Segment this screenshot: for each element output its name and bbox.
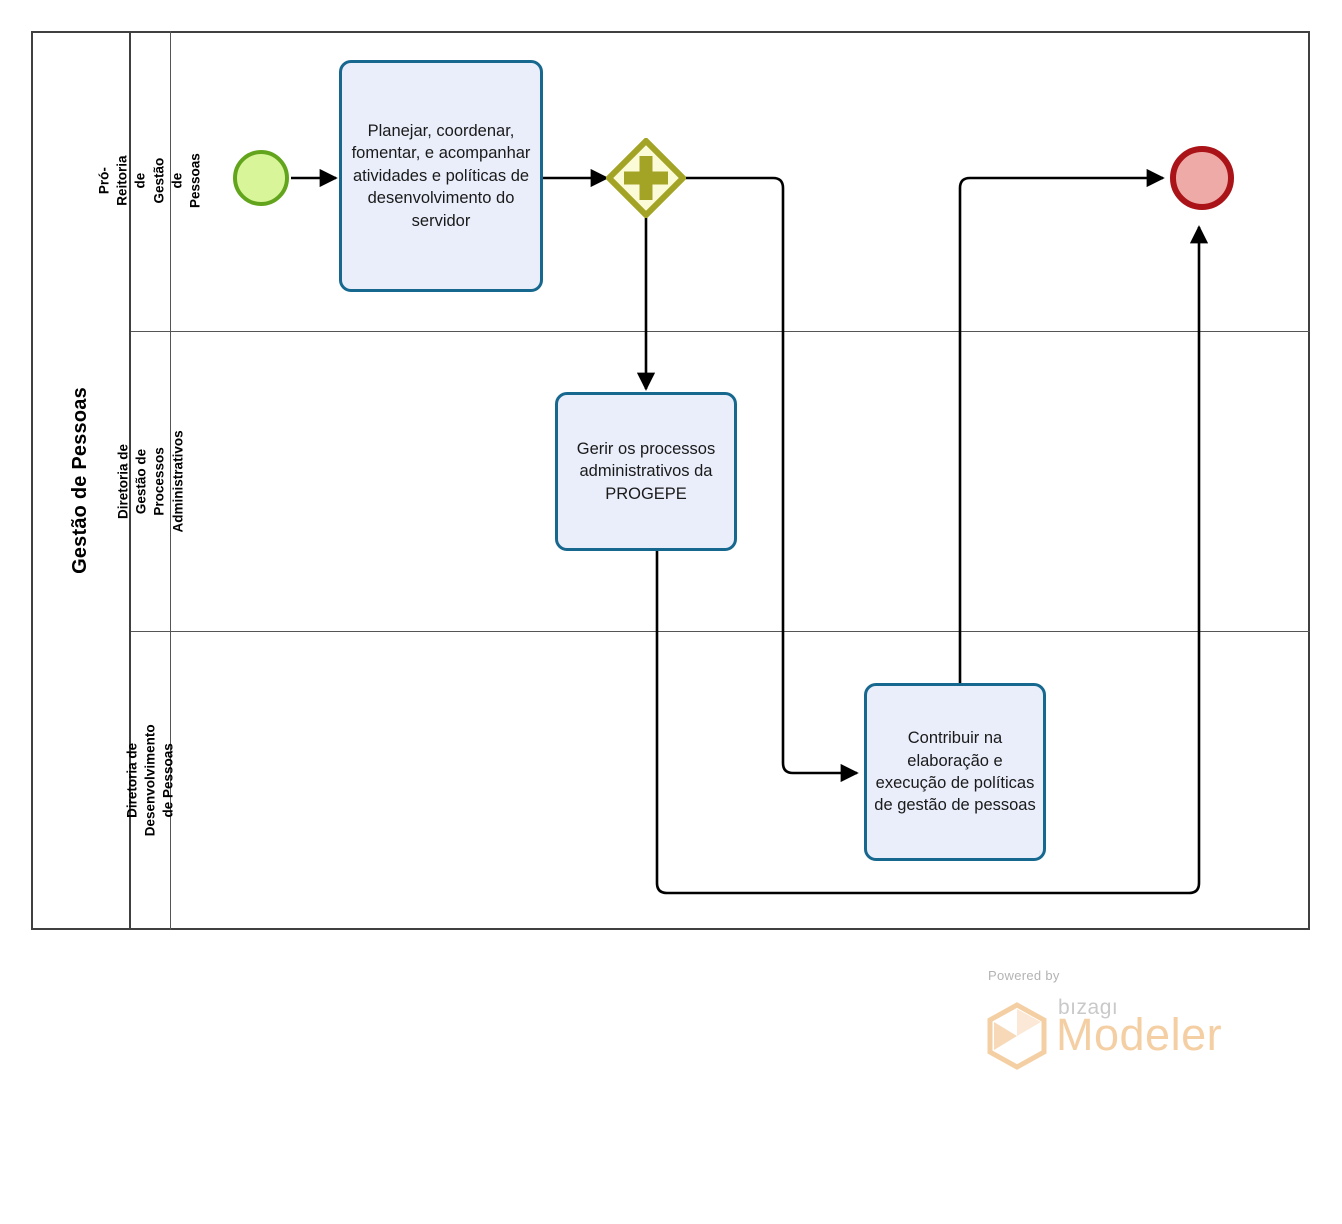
watermark-brand: bızagı [1058,996,1119,1019]
bizagi-watermark: Powered by bızagı Modeler [968,968,1258,1078]
lane-pro-reitoria: Pró-Reitoria de Gestão de Pessoas [97,31,1310,331]
lane-header-2: Diretoria de Gestão de Processos Adminis… [115,331,185,631]
flow-task3-to-end [958,168,1165,685]
lane-header-1: Pró-Reitoria de Gestão de Pessoas [97,31,203,331]
task-contribuir-politicas[interactable]: Contribuir na elaboração e execução de p… [864,683,1046,861]
bizagi-logo-icon [987,1002,1047,1070]
parallel-gateway[interactable] [604,136,688,220]
watermark-powered-by: Powered by [988,968,1060,983]
watermark-product: Modeler [1056,1009,1223,1060]
lane-desenvolvimento: Diretoria de Desenvolvimento de Pessoas [124,631,1310,930]
lane-gestao-processos: Diretoria de Gestão de Processos Adminis… [115,331,1310,631]
flow-task2-to-end [655,225,1209,895]
flow-gateway-to-task3 [686,176,859,783]
pool-frame [31,31,1310,930]
lane-header-3: Diretoria de Desenvolvimento de Pessoas [124,631,176,930]
pool-header: Gestão de Pessoas [31,31,131,930]
lane-divider-2 [131,631,1310,632]
parallel-plus-icon [624,156,668,200]
lane-divider-1 [131,331,1310,332]
start-event[interactable] [233,150,289,206]
end-event[interactable] [1170,146,1234,210]
task-gerir-processos[interactable]: Gerir os processos administrativos da PR… [555,392,737,551]
task-planejar-coordenar[interactable]: Planejar, coordenar, fomentar, e acompan… [339,60,543,292]
